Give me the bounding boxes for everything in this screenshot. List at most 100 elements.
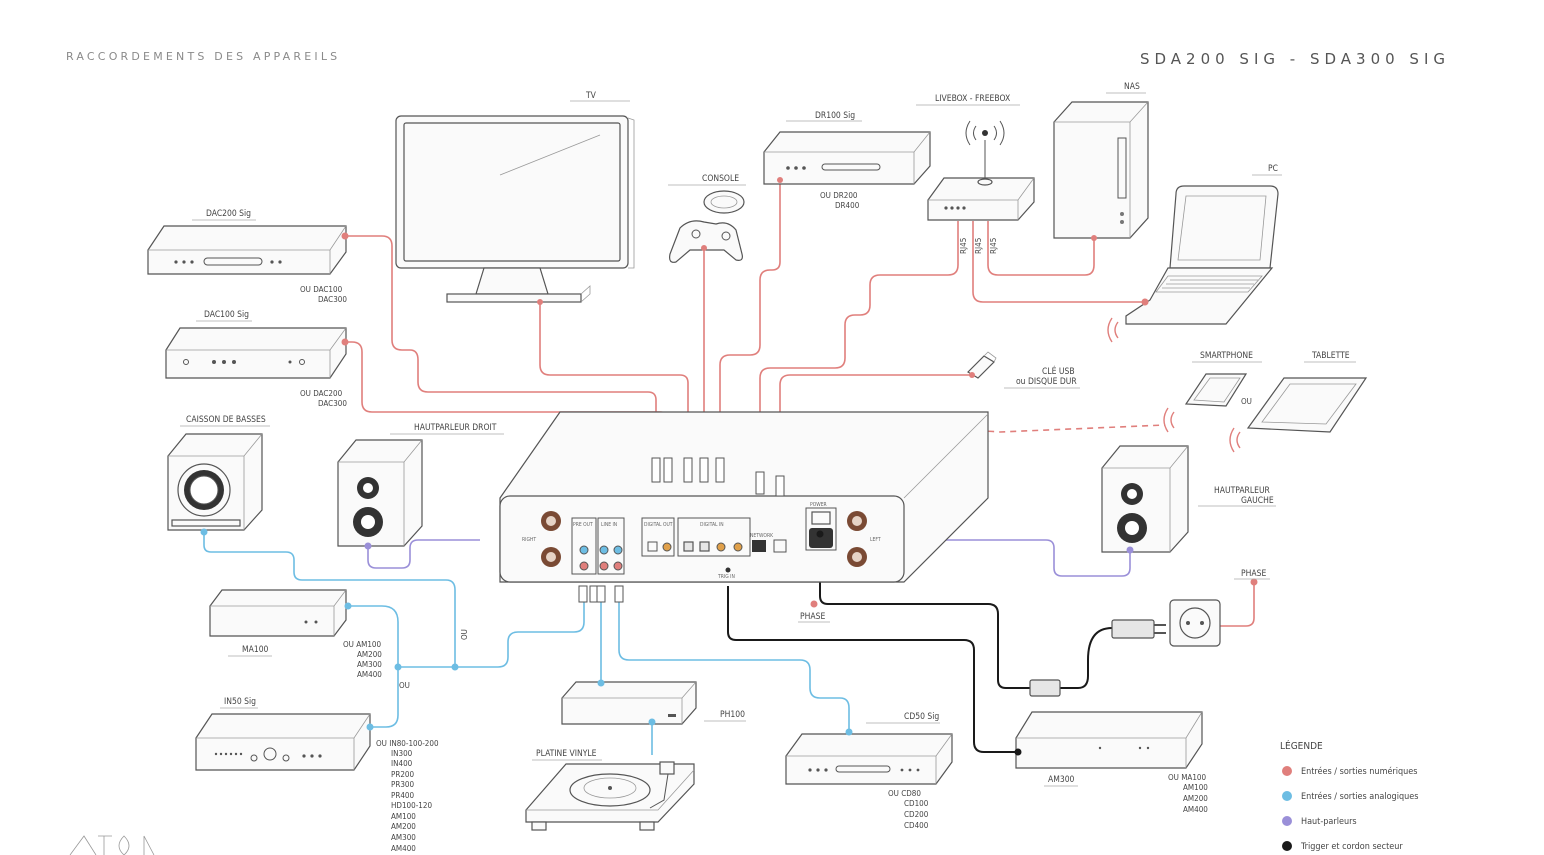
amp-label-digital-in: DIGITAL IN bbox=[700, 522, 724, 528]
label-ma100-alt-1: OU AM100 bbox=[343, 640, 382, 649]
label-cd50: CD50 Sig bbox=[904, 712, 939, 722]
livebox-device bbox=[927, 120, 1035, 221]
dr100-device bbox=[763, 131, 931, 185]
cable-usb bbox=[779, 374, 972, 480]
cd50-device bbox=[785, 733, 953, 785]
am300-device bbox=[1015, 711, 1203, 769]
cable-speaker-left bbox=[926, 539, 1131, 577]
label-pc: PC bbox=[1268, 164, 1278, 174]
label-ma100-alt-4: AM400 bbox=[357, 670, 382, 679]
legend: LÉGENDE Entrées / sorties numériques Ent… bbox=[1280, 739, 1418, 852]
label-dac200-alt-1: OU DAC100 bbox=[300, 285, 343, 294]
label-am300-alt-1: OU MA100 bbox=[1168, 773, 1207, 782]
cable-power bbox=[819, 534, 1030, 689]
label-ma100: MA100 bbox=[242, 645, 269, 655]
brand-logo bbox=[69, 835, 155, 855]
label-am300-alt-3: AM200 bbox=[1183, 794, 1208, 803]
label-in50-alt-8: AM100 bbox=[391, 812, 416, 821]
cable-nas bbox=[987, 221, 1095, 276]
pc-device bbox=[1125, 185, 1279, 325]
label-console: CONSOLE bbox=[702, 174, 739, 184]
label-dr100-alt-1: OU DR200 bbox=[820, 191, 858, 200]
label-in50-alt-7: HD100-120 bbox=[391, 801, 432, 810]
subwoofer-device bbox=[167, 433, 263, 531]
label-usb-1: CLÉ USB bbox=[1042, 365, 1075, 377]
label-am300-alt-2: AM100 bbox=[1183, 783, 1208, 792]
label-hp-gauche-2: GAUCHE bbox=[1241, 496, 1274, 506]
label-ma100-alt-2: AM200 bbox=[357, 650, 382, 659]
cable-dr100 bbox=[719, 180, 781, 460]
in50-device bbox=[195, 713, 371, 771]
label-in50-alt-2: IN300 bbox=[391, 749, 413, 758]
model-title: SDA200 SIG - SDA300 SIG bbox=[1139, 50, 1450, 68]
label-platine: PLATINE VINYLE bbox=[536, 749, 597, 759]
label-dac200-alt-2: DAC300 bbox=[318, 295, 347, 304]
speaker-right-device bbox=[337, 439, 423, 547]
legend-item-analog: Entrées / sorties analogiques bbox=[1301, 791, 1418, 802]
leader-lines bbox=[180, 92, 1356, 787]
cable-pc bbox=[972, 221, 1145, 303]
dac200-device bbox=[147, 225, 347, 275]
cable-trigger bbox=[727, 586, 1018, 753]
label-dac200: DAC200 Sig bbox=[206, 209, 251, 219]
amp-label-linein: LINE IN bbox=[601, 522, 617, 528]
legend-swatch-digital bbox=[1282, 766, 1292, 776]
ma100-device bbox=[209, 589, 347, 637]
label-ou-mobile: OU bbox=[1241, 397, 1252, 406]
connection-dots bbox=[200, 177, 1258, 756]
amp-plugs bbox=[578, 457, 785, 603]
amp-label-right: RIGHT bbox=[522, 537, 536, 543]
legend-item-trigger: Trigger et cordon secteur bbox=[1300, 842, 1403, 852]
label-in50-alt-10: AM300 bbox=[391, 833, 416, 842]
label-ma100-alt-3: AM300 bbox=[357, 660, 382, 669]
main-amplifier bbox=[499, 411, 989, 583]
cable-network bbox=[759, 221, 959, 475]
label-tablette: TABLETTE bbox=[1311, 351, 1350, 361]
dac100-device bbox=[165, 327, 347, 379]
label-cd50-alt-1: OU CD80 bbox=[888, 789, 921, 798]
label-hp-droit: HAUTPARLEUR DROIT bbox=[414, 423, 497, 433]
label-ph100: PH100 bbox=[720, 710, 745, 720]
label-cd50-alt-2: CD100 bbox=[904, 799, 929, 808]
label-usb-2: ou DISQUE DUR bbox=[1016, 377, 1077, 387]
legend-swatch-speakers bbox=[1282, 816, 1292, 826]
console-device bbox=[669, 190, 745, 263]
label-in50-alt-1: OU IN80-100-200 bbox=[376, 739, 439, 748]
turntable-device bbox=[525, 761, 695, 831]
label-caisson: CAISSON DE BASSES bbox=[186, 415, 266, 425]
amp-label-digital-out: DIGITAL OUT bbox=[644, 522, 673, 528]
amp-label-trig-in: TRIG IN bbox=[717, 574, 735, 580]
label-rj45-2: RJ45 bbox=[974, 238, 983, 254]
tablette-device bbox=[1246, 377, 1368, 433]
nas-device bbox=[1053, 101, 1149, 239]
legend-item-speakers: Haut-parleurs bbox=[1301, 817, 1357, 827]
ph100-device bbox=[561, 681, 697, 725]
label-in50: IN50 Sig bbox=[224, 697, 256, 707]
label-am300: AM300 bbox=[1048, 775, 1075, 785]
legend-swatch-trigger bbox=[1282, 841, 1292, 851]
amp-label-preout: PRE OUT bbox=[573, 522, 593, 528]
cable-cd50 bbox=[618, 594, 850, 732]
label-livebox: LIVEBOX - FREEBOX bbox=[935, 94, 1010, 104]
label-in50-alt-5: PR300 bbox=[391, 780, 414, 789]
smartphone-device bbox=[1184, 373, 1248, 407]
label-dac100-alt-2: DAC300 bbox=[318, 399, 347, 408]
label-cd50-alt-3: CD200 bbox=[904, 810, 929, 819]
label-dr100-alt-2: DR400 bbox=[835, 201, 860, 210]
label-rj45-3: RJ45 bbox=[989, 238, 998, 254]
label-smartphone: SMARTPHONE bbox=[1200, 351, 1253, 361]
cable-dac200 bbox=[345, 235, 657, 460]
legend-item-digital: Entrées / sorties numériques bbox=[1301, 766, 1418, 777]
tv bbox=[395, 115, 635, 303]
cable-tv bbox=[539, 302, 689, 460]
legend-title: LÉGENDE bbox=[1280, 739, 1323, 752]
cable-preout bbox=[398, 590, 585, 668]
label-tv: TV bbox=[585, 91, 597, 101]
label-nas: NAS bbox=[1124, 82, 1140, 92]
label-hp-gauche-1: HAUTPARLEUR bbox=[1214, 486, 1271, 496]
amp-label-left: LEFT bbox=[870, 537, 881, 543]
label-dac100-alt-1: OU DAC200 bbox=[300, 389, 343, 398]
label-cd50-alt-4: CD400 bbox=[904, 821, 929, 830]
wall-socket bbox=[1029, 599, 1221, 697]
